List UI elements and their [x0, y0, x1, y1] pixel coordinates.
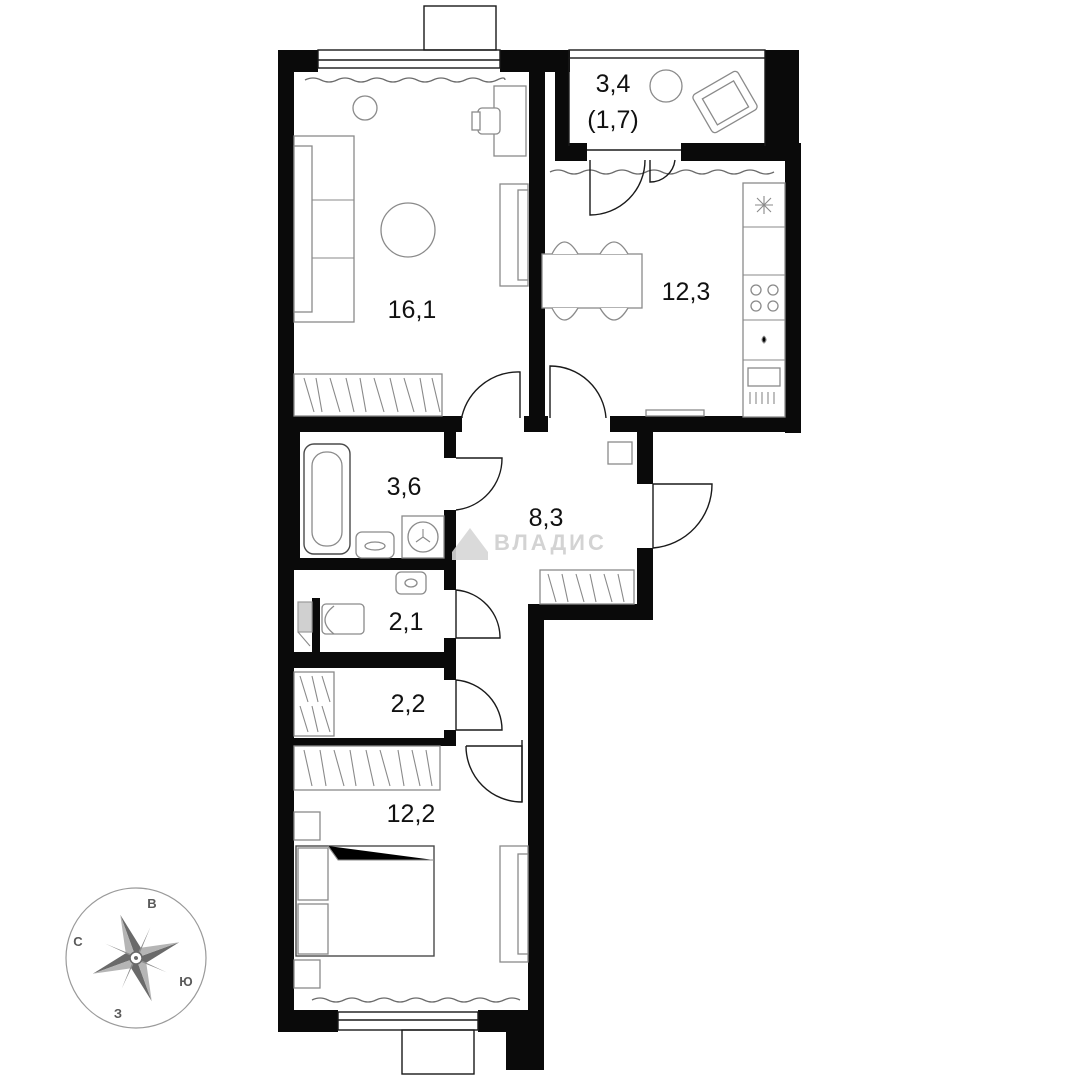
window-bay-top [423, 5, 497, 51]
bedroom-furniture [293, 745, 529, 989]
compass-west-label: З [114, 1006, 122, 1021]
balcony-furniture [649, 69, 758, 134]
hall-furniture [539, 441, 635, 605]
room-area-labels: 16,1 12,3 3,4 (1,7) 3,6 8,3 2,1 2,2 12,2 [387, 70, 711, 828]
kitchen-furniture [541, 182, 786, 418]
living-room-furniture [293, 85, 529, 417]
brand-watermark: ВЛАДИС [452, 528, 607, 560]
compass-east-label: В [147, 896, 156, 911]
area-storage: 2,2 [391, 690, 426, 718]
window-bay-bottom [401, 1029, 475, 1075]
area-living-room: 16,1 [388, 296, 437, 324]
area-bathroom: 3,6 [387, 473, 422, 501]
compass-south-label: Ю [179, 974, 192, 989]
curtains [304, 77, 775, 1003]
area-balcony-reduced: (1,7) [587, 106, 638, 134]
area-kitchen: 12,3 [662, 278, 711, 306]
watermark-text: ВЛАДИС [494, 530, 607, 555]
bathroom-fixtures [303, 443, 445, 559]
area-balcony: 3,4 [596, 70, 631, 98]
doors [455, 159, 713, 803]
compass-rose-icon [92, 914, 180, 1002]
area-toilet: 2,1 [389, 608, 424, 636]
compass-north-label: С [73, 934, 83, 949]
toilet-fixtures [297, 571, 427, 647]
exterior-walls [278, 50, 801, 1070]
area-bedroom: 12,2 [387, 800, 436, 828]
compass: В С Ю З [65, 887, 207, 1029]
storage-shelves [293, 671, 335, 737]
windows [317, 49, 766, 1031]
area-hall: 8,3 [529, 504, 564, 532]
